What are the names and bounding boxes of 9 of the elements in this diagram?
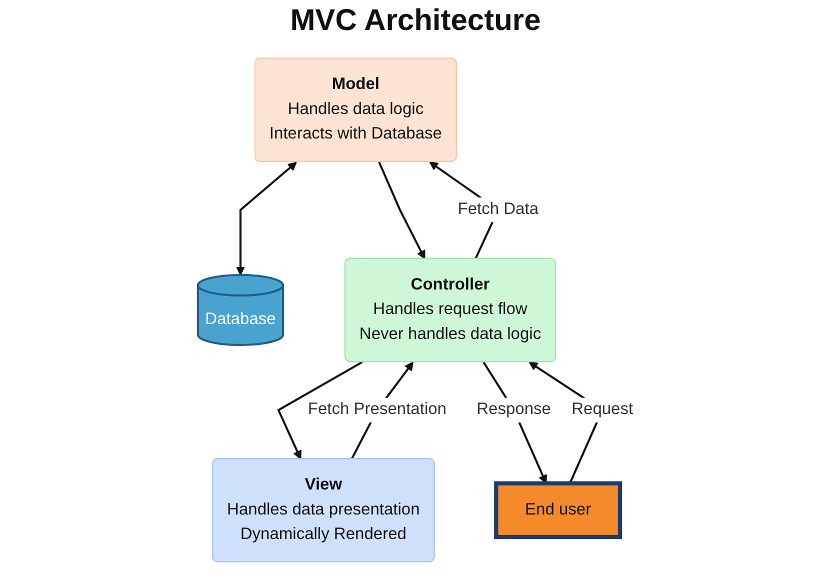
arrow: [236, 162, 297, 276]
edge-label: Fetch Data: [458, 200, 539, 218]
edge-label: Request: [572, 400, 634, 418]
arrow: [277, 361, 363, 460]
node-box: End user: [494, 481, 622, 540]
diagram-title: MVC Architecture: [290, 4, 541, 38]
edge-label: Fetch Presentation: [308, 400, 446, 418]
arrow: [378, 162, 426, 260]
edge-label: Response: [476, 400, 551, 418]
